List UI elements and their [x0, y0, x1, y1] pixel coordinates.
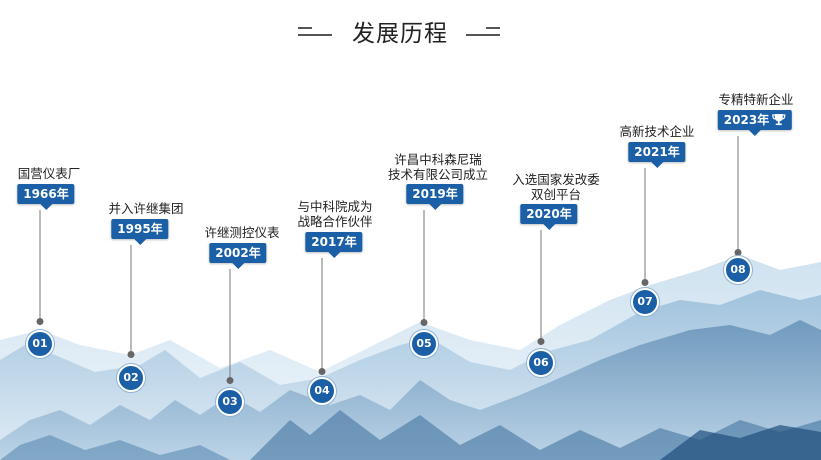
milestone-01-stem — [36, 210, 44, 325]
milestone-07-stem — [641, 168, 649, 286]
milestone-06-year: 2020年 — [520, 204, 578, 230]
page-title: 发展历程 — [352, 21, 448, 47]
milestone-02-stem — [127, 245, 135, 358]
milestone-03-number: 03 — [216, 388, 244, 416]
milestone-03-stem — [226, 269, 234, 384]
title-area: 发展历程 — [0, 18, 821, 50]
milestone-04-year: 2017年 — [305, 232, 363, 258]
milestone-06-label: 入选国家发改委 双创平台 — [512, 172, 600, 202]
milestone-07-label: 高新技术企业 — [619, 124, 695, 139]
milestone-05-stem — [420, 210, 428, 326]
milestone-03-year: 2002年 — [209, 243, 267, 269]
milestone-06-number: 06 — [527, 349, 555, 377]
milestone-08-number: 08 — [724, 256, 752, 284]
milestone-08-label: 专精特新企业 — [718, 92, 794, 107]
milestone-04-stem — [318, 258, 326, 375]
title-deco-left — [298, 27, 332, 41]
milestone-03-label: 许继测控仪表 — [204, 225, 280, 240]
milestone-08-year: 2023年 — [717, 110, 793, 136]
milestone-02-label: 并入许继集团 — [108, 201, 184, 216]
milestone-01-year: 1966年 — [17, 184, 75, 210]
milestone-08-stem — [734, 136, 742, 256]
milestone-01-number: 01 — [26, 330, 54, 358]
milestone-01-label: 国营仪表厂 — [17, 166, 81, 181]
milestone-08-year-text: 2023年 — [723, 113, 770, 127]
milestone-07-year: 2021年 — [628, 142, 686, 168]
title-deco-right — [466, 27, 500, 41]
milestone-06-stem — [537, 230, 545, 345]
milestone-04-label: 与中科院成为 战略合作伙伴 — [297, 199, 373, 229]
milestone-02-year: 1995年 — [111, 219, 169, 245]
milestone-04-number: 04 — [308, 377, 336, 405]
trophy-icon — [772, 114, 786, 126]
milestone-05-year: 2019年 — [406, 184, 464, 210]
milestone-05-label: 许昌中科森尼瑞 技术有限公司成立 — [387, 152, 489, 182]
milestone-05-number: 05 — [410, 330, 438, 358]
milestone-02-number: 02 — [117, 364, 145, 392]
milestone-07-number: 07 — [631, 288, 659, 316]
